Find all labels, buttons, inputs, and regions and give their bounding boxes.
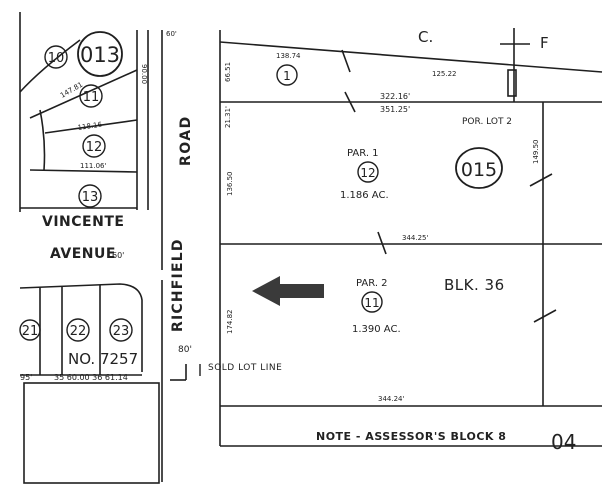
lot-curve-line	[39, 109, 46, 171]
dim-111-06: 111.06'	[80, 162, 106, 170]
lot-1-side: 66.51	[224, 62, 232, 82]
lot-10-number: 10	[48, 51, 65, 66]
lot-13-number: 13	[82, 190, 99, 205]
map-page-number: 04	[551, 430, 576, 454]
mid-dim-b: 351.25'	[380, 105, 410, 114]
lot-22-marker: 22	[66, 318, 90, 342]
mid-dim-a: 322.16'	[380, 92, 410, 101]
par1-number: 12	[360, 166, 375, 180]
lot-10-11-line	[19, 39, 81, 93]
dim-90-00: 90.00	[140, 64, 148, 84]
block-f-label: F	[540, 34, 549, 52]
lot-1-dim-2: 125.22	[432, 70, 457, 78]
par1-marker: 12	[357, 161, 379, 183]
lower-block-top-edge	[19, 283, 143, 372]
block-c-label: C.	[418, 28, 433, 46]
par1-area: 1.186 AC.	[340, 190, 389, 201]
lot-13-left-marker: 13	[78, 184, 102, 208]
assessor-note: NOTE - ASSESSOR'S BLOCK 8	[316, 430, 506, 443]
avenue-width: 60'	[112, 251, 124, 260]
tick-c	[377, 231, 387, 255]
par2-marker: 11	[361, 291, 383, 313]
lot-11-12-line	[29, 69, 138, 119]
par1-label: PAR. 1	[347, 148, 379, 159]
street-avenue: AVENUE	[50, 246, 116, 262]
tract-number: NO. 7257	[68, 350, 138, 368]
block-c-curve-boundary	[219, 41, 603, 73]
lot-1-number: 1	[283, 69, 291, 83]
street-richfield: RICHFIELD	[170, 238, 186, 332]
sold-lot-line-note: SOLD LOT LINE	[208, 363, 282, 373]
road-width: 80'	[178, 345, 192, 355]
tick-d	[529, 173, 553, 187]
left-lot-group	[19, 12, 149, 212]
tract-bottom-dims: 35 60.00 36 61.14	[54, 373, 128, 382]
book-page-right-label: 015	[461, 159, 497, 181]
subject-arrow-icon	[252, 276, 324, 306]
lot-10-marker: 10	[44, 45, 68, 69]
lot-21-marker: 21	[19, 319, 41, 341]
tick-b	[344, 91, 356, 113]
tick-e	[533, 309, 557, 323]
par-mid-dim: 344.25'	[402, 234, 428, 242]
block-36-lines	[219, 28, 603, 447]
lot-23-marker: 23	[109, 318, 133, 342]
edge-dim-95: 95'	[20, 373, 32, 382]
street-vincente: VINCENTE	[42, 214, 124, 230]
side-21-31: 21.31'	[224, 106, 232, 128]
street-road: ROAD	[178, 115, 194, 166]
lot-11-number: 11	[83, 90, 100, 105]
monument-box	[507, 69, 517, 97]
lot-12-left-marker: 12	[82, 134, 106, 158]
lower-lot-box	[23, 382, 160, 484]
book-page-013: 013	[77, 31, 123, 77]
lot-12-number: 12	[86, 140, 103, 155]
par2-area: 1.390 AC.	[352, 324, 401, 335]
lot-1-marker: 1	[276, 64, 298, 86]
lot-1-dim: 138.74	[276, 52, 301, 60]
par2-bottom-dim: 344.24'	[378, 395, 404, 403]
lot-11-left-marker: 11	[79, 84, 103, 108]
lot-22-number: 22	[70, 324, 87, 339]
por-lot-2: POR. LOT 2	[462, 117, 512, 127]
richfield-road	[161, 30, 221, 482]
book-page-left-label: 013	[80, 43, 120, 67]
par2-left-dim: 174.82	[226, 310, 234, 335]
par2-number: 11	[364, 296, 379, 310]
lot-12-13-line	[44, 119, 138, 134]
block-36-label: BLK. 36	[444, 276, 505, 294]
lot-21-number: 21	[22, 324, 39, 339]
dim-118-16: 118.16	[77, 121, 103, 132]
top-road-width: 60'	[166, 30, 177, 38]
lot-13-top-line	[29, 169, 138, 173]
tick-a	[341, 49, 351, 73]
par1-left-dim: 136.50	[226, 172, 234, 197]
par2-label: PAR. 2	[356, 278, 388, 289]
par1-right-dim: 149.50	[532, 140, 540, 165]
book-page-015: 015	[455, 147, 503, 189]
lot-23-number: 23	[113, 324, 130, 339]
lower-left-lots	[19, 283, 160, 484]
